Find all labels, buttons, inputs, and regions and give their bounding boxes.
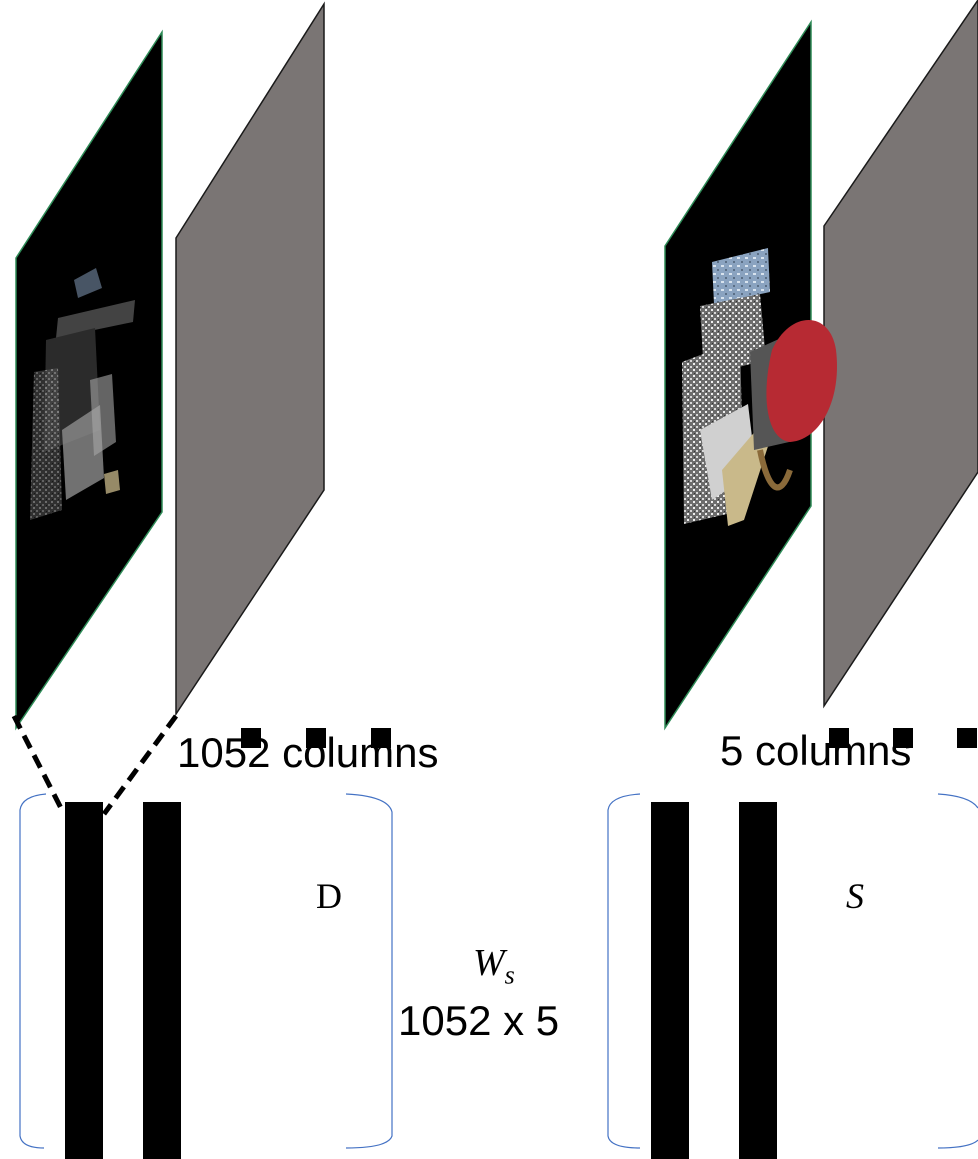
ellipsis-dot <box>371 728 391 748</box>
matrix-d-right-bracket <box>345 793 393 1149</box>
matrix-s <box>607 793 978 1159</box>
matrix-d-column-2 <box>143 802 181 1159</box>
matrix-d <box>19 793 393 1159</box>
left-columns-label: 1052 columns <box>177 729 439 776</box>
right-rendered-objects <box>682 248 837 526</box>
matrix-s-ellipsis: ... <box>829 728 978 748</box>
weight-symbol: W <box>473 942 505 984</box>
ellipsis-dot <box>241 728 261 748</box>
matrix-s-left-bracket <box>607 793 641 1149</box>
matrix-s-column-1 <box>651 802 689 1159</box>
right-gray-plane <box>823 0 978 709</box>
matrix-d-column-1 <box>65 802 103 1159</box>
left-connector-lines <box>11 714 179 816</box>
right-columns-label: 5 columns <box>720 727 912 774</box>
weight-matrix-dims: 1052 x 5 <box>398 997 560 1044</box>
matrix-d-left-bracket <box>19 793 47 1149</box>
matrix-s-column-2 <box>739 802 777 1159</box>
ellipsis-dot <box>957 728 977 748</box>
matrix-s-label-text: S <box>846 876 864 916</box>
left-rendered-objects <box>30 268 135 520</box>
left-feature-stack <box>15 1 325 731</box>
weight-subscript: s <box>504 960 515 990</box>
matrix-d-ellipsis: ... <box>241 728 391 748</box>
ellipsis-dot <box>829 728 849 748</box>
matrix-s-label: S <box>846 876 864 916</box>
left-gray-plane <box>175 1 325 717</box>
matrix-d-label: D <box>316 876 342 916</box>
right-feature-stack <box>664 0 978 731</box>
ellipsis-dot <box>306 728 326 748</box>
matrix-s-right-bracket <box>937 793 978 809</box>
weight-matrix-symbol: Ws <box>473 942 515 997</box>
ellipsis-dot <box>893 728 913 748</box>
